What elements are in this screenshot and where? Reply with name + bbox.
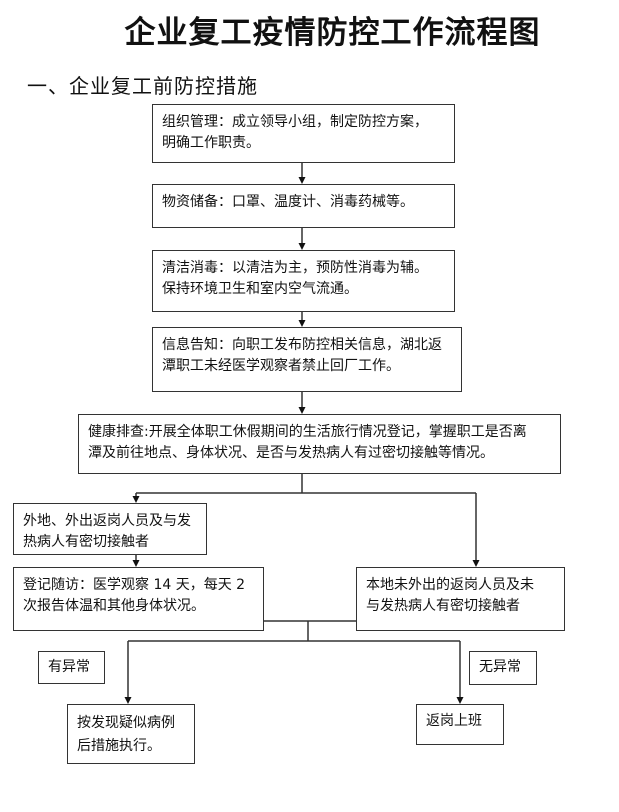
step-text-line: 信息告知：向职工发布防控相关信息，湖北返 [162,337,442,353]
step-health-check-box: 健康排查:开展全体职工休假期间的生活旅行情况登记，掌握职工是否离 潭及前往地点、… [78,414,561,474]
step-text-line: 清洁消毒：以清洁为主，预防性消毒为辅。 [162,260,428,276]
step-text-line: 次报告体温和其他身体状况。 [23,598,205,614]
step-text-line: 按发现疑似病例 [77,715,175,731]
label-text: 有异常 [48,659,90,675]
outside-staff-box: 外地、外出返岗人员及与发 热病人有密切接触者 [13,503,207,555]
abnormal-label: 有异常 [38,651,105,684]
step-text-line: 返岗上班 [426,713,482,729]
section-heading: 一、企业复工前防控措施 [27,74,258,98]
step-organization-box: 组织管理：成立领导小组，制定防控方案， 明确工作职责。 [152,104,455,163]
arrowhead-icon [298,243,306,250]
step-disinfection-box: 清洁消毒：以清洁为主，预防性消毒为辅。 保持环境卫生和室内空气流通。 [152,250,455,312]
step-text-line: 明确工作职责。 [162,135,260,151]
step-text-line: 组织管理：成立领导小组，制定防控方案， [162,114,428,130]
step-text-line: 外地、外出返岗人员及与发 [23,513,191,529]
follow-up-box: 登记随访：医学观察 14 天，每天 2 次报告体温和其他身体状况。 [13,567,264,631]
step-text-line: 与发热病人有密切接触者 [366,598,520,614]
step-text-line: 后措施执行。 [77,738,161,754]
step-text-line: 物资储备：口罩、温度计、消毒药械等。 [162,194,414,210]
step-text-line: 健康排查:开展全体职工休假期间的生活旅行情况登记，掌握职工是否离 [88,424,527,440]
flowchart-title: 企业复工疫情防控工作流程图 [124,15,541,51]
arrowhead-icon [132,560,140,567]
step-supplies-box: 物资储备：口罩、温度计、消毒药械等。 [152,184,455,228]
step-text-line: 登记随访：医学观察 14 天，每天 2 [23,577,246,593]
return-to-work-box: 返岗上班 [416,704,504,745]
arrowhead-icon [472,560,480,567]
step-text-line: 保持环境卫生和室内空气流通。 [162,281,358,297]
label-text: 无异常 [479,659,521,675]
local-staff-box: 本地未外出的返岗人员及未 与发热病人有密切接触者 [356,567,565,631]
arrowhead-icon [132,496,140,503]
step-text-line: 热病人有密切接触者 [23,534,149,550]
step-notification-box: 信息告知：向职工发布防控相关信息，湖北返 潭职工未经医学观察者禁止回厂工作。 [152,327,462,392]
arrowhead-icon [298,320,306,327]
suspected-case-box: 按发现疑似病例 后措施执行。 [67,704,195,764]
normal-label: 无异常 [469,651,537,685]
arrowhead-icon [456,697,464,704]
arrowhead-icon [298,177,306,184]
step-text-line: 潭及前往地点、身体状况、是否与发热病人有过密切接触等情况。 [88,445,494,461]
step-text-line: 本地未外出的返岗人员及未 [366,577,534,593]
arrowhead-icon [124,697,132,704]
step-text-line: 潭职工未经医学观察者禁止回厂工作。 [162,358,400,374]
arrowhead-icon [298,407,306,414]
